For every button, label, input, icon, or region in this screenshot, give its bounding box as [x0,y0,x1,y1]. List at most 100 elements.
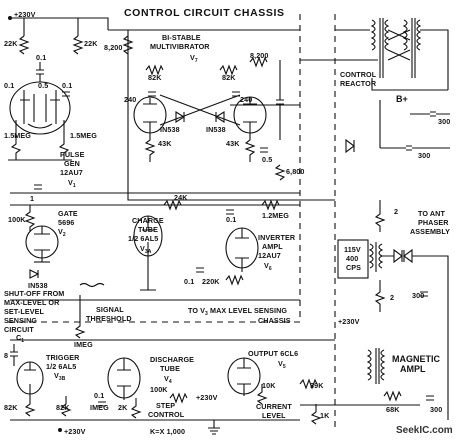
cap-0.1-a: 0.1 [36,53,46,62]
cap-8-label: 8 [4,351,8,360]
to-ant-label-2: PHASER [418,218,449,227]
bistable-label-2: MULTIVIBRATOR [150,42,210,51]
cap-0.5-b: 0.5 [262,155,272,164]
c1-label: C1 [16,333,24,344]
to-ant-label-3: ASSEMBLY [410,227,450,236]
cap-0.1-f: 0.1 [94,391,104,400]
supply-label-top: +230V [14,10,36,19]
cap-0.5-a: 0.5 [38,81,48,90]
cap-0.1-d: 0.1 [184,277,194,286]
diagram-title: CONTROL CIRCUIT CHASSIS [124,7,285,19]
diode-in538-b: IN538 [206,125,226,134]
tube-v1-envelope [9,81,71,135]
pulse-gen-label-3: 12AU7 [60,168,83,177]
magnetic-label-1: MAGNETIC [392,354,440,364]
supply-label-bottom: +230V [64,427,86,436]
gate-label-3: V2 [58,227,66,238]
resistor-68k: 68K [386,405,400,414]
resistor-6800: 6,800 [286,167,305,176]
cap-0.1-c: 0.1 [226,215,236,224]
resistor-39k: 39K [310,381,324,390]
resistor-imeg-a: IMEG [74,340,93,349]
trigger-label-2: 1/2 6AL5 [46,362,76,371]
cap-300-b: 300 [418,151,430,160]
resistor-220k: 220K [202,277,220,286]
to-v3-label-2: CHASSIS [258,316,291,325]
bistable-label-3: V7 [190,53,198,64]
cap-240-b: 240 [240,95,252,104]
diode-in538-a: IN538 [160,125,180,134]
resistor-imeg-b: IMEG [90,403,109,412]
output-section: C1 8 TRIGGER 1/2 6AL5 V3B 82K 82K 0.1 IM… [4,333,453,436]
resistor-10k: 10K [262,381,276,390]
resistor-1.5meg-b: 1.5MEG [70,131,97,140]
antenna-supply-section: 2 TO ANT PHASER ASSEMBLY 115V 400 CPS 2 … [337,200,450,420]
step-label-2: CONTROL [148,410,185,419]
step-label-1: STEP [156,401,175,410]
shutoff-label-2: MAX-LEVEL OR [4,298,60,307]
pulse-gen-label-1: PULSE [60,150,85,159]
resistor-100k-supply: +230V [196,393,218,402]
supply-115v-1: 115V [344,245,361,254]
resistor-1.2meg: 1.2MEG [262,211,289,220]
resistor-8200-b: 8,200 [250,51,269,60]
resistor-43k-b: 43K [226,139,240,148]
b-plus-label: B+ [396,94,408,104]
resistor-2-a: 2 [394,207,398,216]
trigger-label-1: TRIGGER [46,353,80,362]
gate-charge-inverter-section: 1 100K GATE 5696 V2 IN538 SHUT-OFF FROM … [4,184,296,349]
resistor-22k-b: 22K [84,39,98,48]
control-reactor-label-2: REACTOR [340,79,377,88]
inverter-label-1: INVERTER [258,233,296,242]
inverter-label-3: 12AU7 [258,251,281,260]
control-reactor-section: CONTROL REACTOR B+ 300 300 [340,18,450,160]
pulse-generator-section: +230V 22K 22K 0.1 0.1 0.1 0.5 1.5MEG 1.5… [4,10,98,189]
resistor-82k-c: 82K [4,403,18,412]
magnetic-label-2: AMPL [400,364,426,374]
chassis-boundary [5,14,336,430]
trigger-label-3: V3B [54,371,66,382]
cap-300-c: 300 [412,291,424,300]
resistor-2-b: 2 [390,293,394,302]
shutoff-label-3: SET-LEVEL [4,307,45,316]
current-label-1: CURRENT [256,402,292,411]
discharge-label-2: TUBE [160,364,180,373]
discharge-label-1: DISCHARGE [150,355,194,364]
watermark: SeekIC.com [396,425,453,436]
signal-label-1: SIGNAL [96,305,124,314]
to-ant-label-1: TO ANT [418,209,445,218]
resistor-8200-a: 8,200 [104,43,123,52]
output-label-1: OUTPUT 6CL6 [248,349,298,358]
shutoff-label-1: SHUT-OFF FROM [4,289,64,298]
inverter-label-2: AMPL [262,242,283,251]
shutoff-label-4: SENSING [4,316,37,325]
bistable-label-1: BI-STABLE [162,33,201,42]
supply-115v-box [337,239,369,279]
output-label-2: V5 [278,359,286,370]
cap-0.1-left: 0.1 [4,81,14,90]
pulse-gen-label-2: GEN [64,159,80,168]
resistor-100k-b: 100K [150,385,168,394]
supply-115v-2: 400 [346,254,358,263]
cap-0.1-b: 0.1 [62,81,72,90]
resistor-82k-a: 82K [148,73,162,82]
resistor-24k: 24K [174,193,188,202]
inverter-label-4: V6 [264,261,272,272]
supply-label-mid: +230V [338,317,360,326]
bistable-multivibrator-section: 8,200 BI-STABLE MULTIVIBRATOR V7 82K 82K… [104,33,305,181]
pulse-gen-label-4: V1 [68,178,76,189]
kx-label: K=X 1,000 [150,427,185,436]
control-reactor-label-1: CONTROL [340,70,377,79]
diode-in538-c: IN538 [28,281,48,290]
resistor-2k: 2K [118,403,128,412]
resistor-43k-a: 43K [158,139,172,148]
charge-label-3: 1/2 6AL5 [128,234,158,243]
cap-300-d: 300 [430,405,442,414]
resistor-82k-d: 82K [56,403,70,412]
cap-240-a: 240 [124,95,136,104]
signal-label-2: THRESHOLD [86,314,132,323]
resistor-22k-a: 22K [4,39,18,48]
resistor-1.5meg-a: 1.5MEG [4,131,31,140]
cap-300-a: 300 [438,117,450,126]
